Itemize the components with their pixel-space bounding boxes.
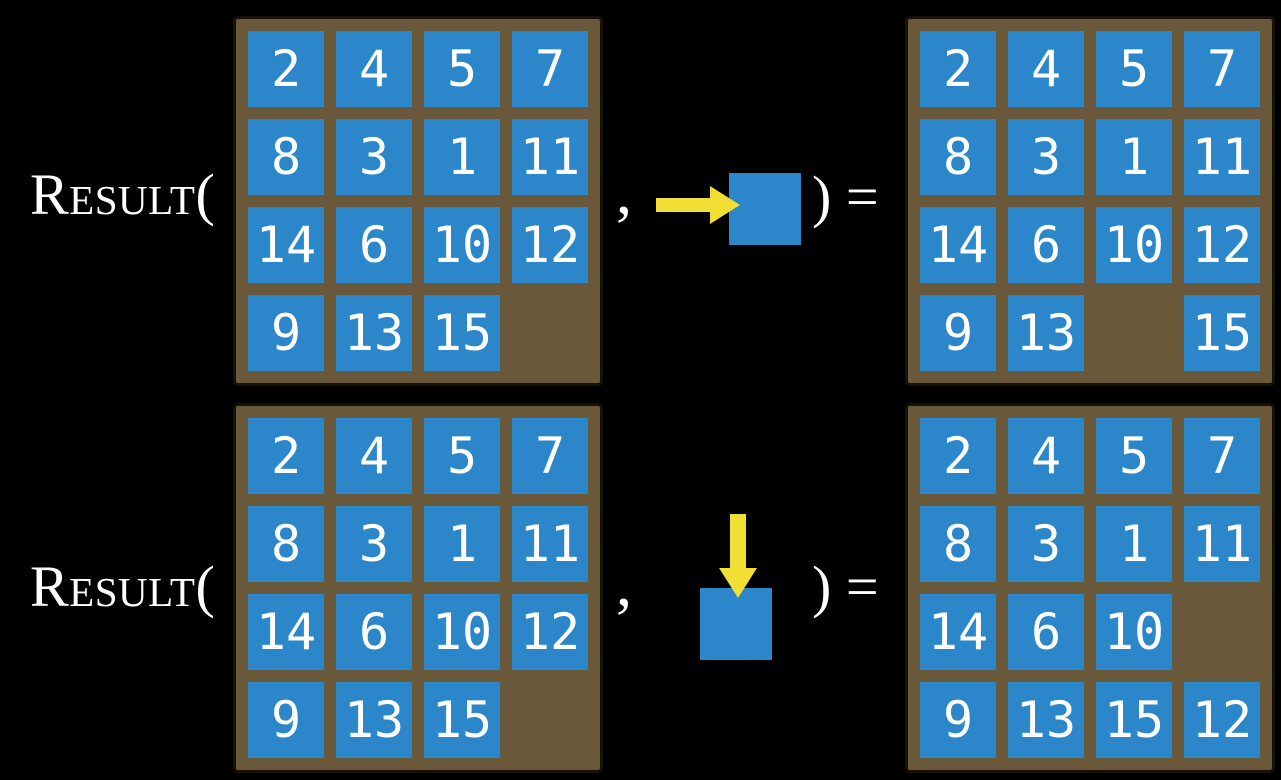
puzzle-tile-10: 10 — [1096, 207, 1172, 283]
puzzle-tile-14: 14 — [248, 594, 324, 670]
puzzle-tile-13: 13 — [1008, 682, 1084, 758]
puzzle-tile-2: 2 — [920, 31, 996, 107]
puzzle-tile-11: 11 — [512, 506, 588, 582]
down-arrow-icon — [719, 514, 757, 598]
argument-separator: , — [616, 548, 632, 619]
puzzle-tile-8: 8 — [920, 119, 996, 195]
puzzle-tile-4: 4 — [1008, 418, 1084, 494]
empty-cell — [512, 682, 588, 758]
puzzle-tile-9: 9 — [920, 682, 996, 758]
result-function-label: Result( — [30, 162, 216, 227]
puzzle-tile-14: 14 — [920, 207, 996, 283]
argument-separator: , — [616, 156, 632, 227]
puzzle-tile-4: 4 — [1008, 31, 1084, 107]
puzzle-tile-9: 9 — [248, 682, 324, 758]
puzzle-tile-7: 7 — [1184, 31, 1260, 107]
puzzle-tile-6: 6 — [336, 594, 412, 670]
puzzle-tile-10: 10 — [424, 207, 500, 283]
puzzle-tile-1: 1 — [1096, 506, 1172, 582]
puzzle-tile-12: 12 — [1184, 682, 1260, 758]
puzzle-tile-14: 14 — [920, 594, 996, 670]
puzzle-tile-3: 3 — [336, 119, 412, 195]
puzzle-tile-12: 12 — [512, 594, 588, 670]
puzzle-tile-7: 7 — [1184, 418, 1260, 494]
puzzle-tile-2: 2 — [248, 418, 324, 494]
puzzle-tile-12: 12 — [512, 207, 588, 283]
puzzle-tile-10: 10 — [1096, 594, 1172, 670]
puzzle-tile-11: 11 — [1184, 119, 1260, 195]
puzzle-tile-6: 6 — [1008, 594, 1084, 670]
puzzle-tile-1: 1 — [424, 506, 500, 582]
puzzle-tile-6: 6 — [336, 207, 412, 283]
puzzle-tile-11: 11 — [1184, 506, 1260, 582]
puzzle-tile-15: 15 — [424, 295, 500, 371]
empty-cell — [1184, 594, 1260, 670]
puzzle-tile-8: 8 — [248, 506, 324, 582]
puzzle-tile-1: 1 — [424, 119, 500, 195]
puzzle-tile-15: 15 — [1184, 295, 1260, 371]
puzzle-tile-14: 14 — [248, 207, 324, 283]
puzzle-tile-3: 3 — [1008, 119, 1084, 195]
result-function-label: Result( — [30, 554, 216, 619]
puzzle-tile-5: 5 — [424, 31, 500, 107]
move-operand-tile — [729, 173, 801, 245]
puzzle-tile-4: 4 — [336, 31, 412, 107]
puzzle-tile-3: 3 — [1008, 506, 1084, 582]
puzzle-tile-3: 3 — [336, 506, 412, 582]
puzzle-tile-9: 9 — [248, 295, 324, 371]
puzzle-tile-13: 13 — [336, 682, 412, 758]
close-paren-equals: ) = — [812, 554, 879, 619]
puzzle-tile-2: 2 — [920, 418, 996, 494]
close-paren-equals: ) = — [812, 164, 879, 229]
puzzle-tile-13: 13 — [336, 295, 412, 371]
puzzle-tile-1: 1 — [1096, 119, 1172, 195]
empty-cell — [512, 295, 588, 371]
puzzle-tile-13: 13 — [1008, 295, 1084, 371]
puzzle-tile-10: 10 — [424, 594, 500, 670]
move-operand-tile — [700, 588, 772, 660]
puzzle-tile-5: 5 — [1096, 31, 1172, 107]
puzzle-tile-8: 8 — [248, 119, 324, 195]
puzzle-tile-9: 9 — [920, 295, 996, 371]
puzzle-tile-5: 5 — [1096, 418, 1172, 494]
right-arrow-icon — [656, 186, 740, 224]
puzzle-tile-4: 4 — [336, 418, 412, 494]
empty-cell — [1096, 295, 1172, 371]
puzzle-tile-15: 15 — [424, 682, 500, 758]
puzzle-tile-7: 7 — [512, 31, 588, 107]
puzzle-tile-7: 7 — [512, 418, 588, 494]
puzzle-tile-2: 2 — [248, 31, 324, 107]
puzzle-tile-15: 15 — [1096, 682, 1172, 758]
puzzle-tile-11: 11 — [512, 119, 588, 195]
puzzle-tile-12: 12 — [1184, 207, 1260, 283]
puzzle-tile-6: 6 — [1008, 207, 1084, 283]
puzzle-tile-8: 8 — [920, 506, 996, 582]
puzzle-tile-5: 5 — [424, 418, 500, 494]
